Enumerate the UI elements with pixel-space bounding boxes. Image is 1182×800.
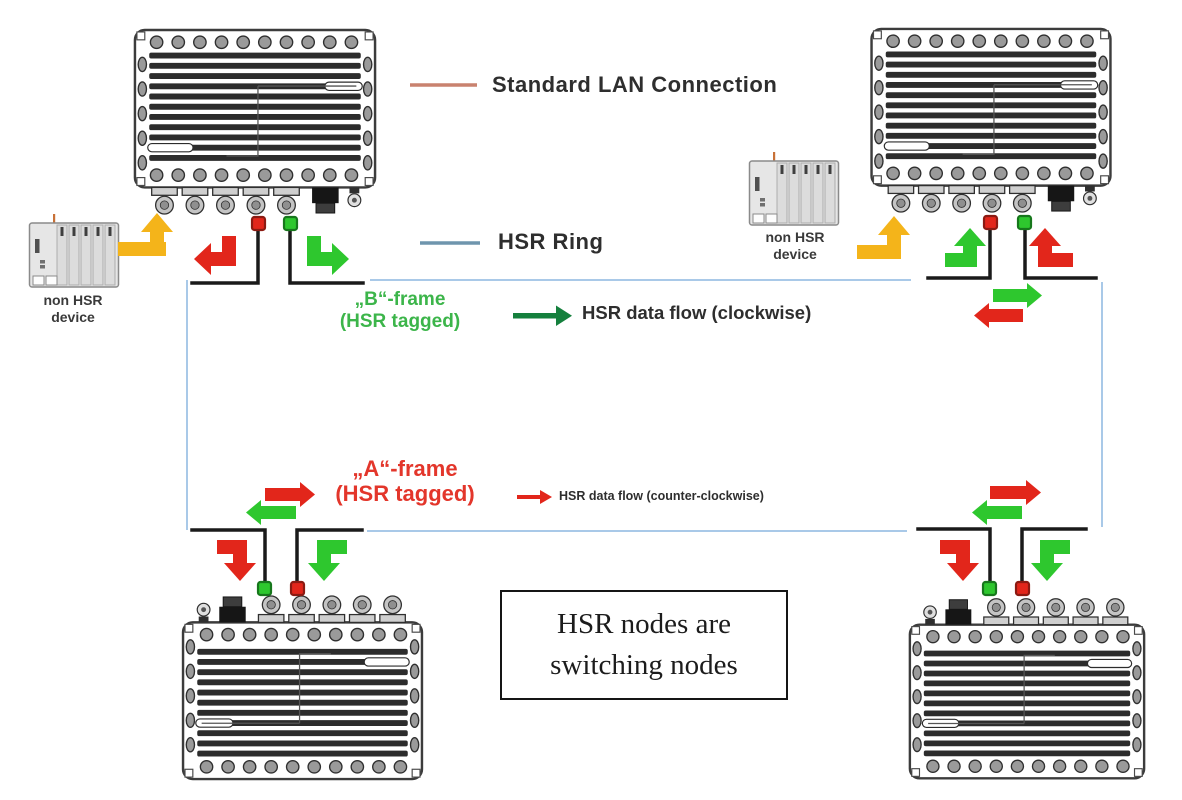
- legend-clockwise-arrow: [513, 305, 572, 326]
- port-lines-bottom-left: [190, 528, 364, 583]
- port-red-bottom-right-switch: [1014, 580, 1031, 597]
- port-red-bottom-left-switch: [289, 580, 306, 597]
- note-box: HSR nodes are switching nodes: [500, 590, 788, 700]
- switch-top-left: [133, 28, 377, 216]
- legend-clockwise-label: HSR data flow (clockwise): [582, 302, 812, 323]
- b-frame-label: „B“-frame (HSR tagged): [300, 289, 500, 333]
- note-box-line2: switching nodes: [550, 649, 738, 681]
- b-frame-label-line2: (HSR tagged): [339, 311, 461, 332]
- a-frame-arrow-bottom-left-right: [265, 482, 315, 507]
- non-hsr-left-label-line2: device: [51, 309, 95, 325]
- non-hsr-right-label-line1: non HSR: [765, 229, 825, 245]
- b-frame-arrow-bottom-left-left: [246, 500, 296, 525]
- a-frame-arrow-top-left: [194, 236, 236, 275]
- a-frame-arrow-bottom-left-down: [217, 540, 256, 581]
- a-frame-label-line2: (HSR tagged): [335, 481, 475, 506]
- non-hsr-left-label-line1: non HSR: [43, 292, 103, 308]
- port-red-top-left-switch: [250, 215, 267, 232]
- b-frame-arrow-top-left: [307, 236, 349, 275]
- switch-bottom-left: [181, 594, 424, 781]
- switch-top-right: [870, 27, 1112, 214]
- port-red-top-right-switch: [982, 214, 999, 231]
- a-frame-arrow-bottom-right-right: [990, 480, 1041, 505]
- port-green-bottom-right-switch: [981, 580, 998, 597]
- port-lines-bottom-right: [916, 527, 1088, 583]
- legend-hsr-ring-label: HSR Ring: [498, 229, 604, 254]
- b-frame-arrow-top-right-right: [993, 283, 1042, 308]
- a-frame-arrow-top-right-up: [1029, 228, 1073, 267]
- a-frame-label: „A“-frame (HSR tagged): [295, 456, 515, 506]
- lan-arrow-right: [857, 216, 910, 259]
- note-box-line1: HSR nodes are: [557, 608, 731, 640]
- non-hsr-device-left: [28, 214, 120, 288]
- legend-counter-clockwise-label: HSR data flow (counter-clockwise): [559, 489, 764, 503]
- switch-bottom-right: [908, 597, 1146, 780]
- lan-arrow-left: [118, 213, 173, 256]
- non-hsr-device-right: [748, 152, 840, 226]
- b-frame-arrow-bottom-right-down: [1031, 540, 1070, 581]
- legend-standard-lan-label: Standard LAN Connection: [492, 72, 778, 97]
- a-frame-arrow-top-right-left: [974, 303, 1023, 328]
- non-hsr-device-right-label: non HSR device: [730, 229, 860, 263]
- non-hsr-right-label-line2: device: [773, 246, 817, 262]
- port-green-top-right-switch: [1016, 214, 1033, 231]
- port-green-top-left-switch: [282, 215, 299, 232]
- port-lines-top-right: [926, 228, 1098, 280]
- b-frame-arrow-bottom-right-left: [972, 500, 1022, 525]
- non-hsr-device-left-label: non HSR device: [8, 292, 138, 326]
- a-frame-label-line1: „A“-frame: [352, 456, 458, 481]
- b-frame-label-line1: „B“-frame: [354, 289, 446, 310]
- port-lines-top-left: [190, 229, 365, 285]
- b-frame-arrow-top-right-up: [945, 228, 986, 267]
- a-frame-arrow-bottom-right-down: [940, 540, 979, 581]
- b-frame-arrow-bottom-left-down: [308, 540, 347, 581]
- legend-counter-clockwise-arrow: [517, 490, 552, 504]
- port-green-bottom-left-switch: [256, 580, 273, 597]
